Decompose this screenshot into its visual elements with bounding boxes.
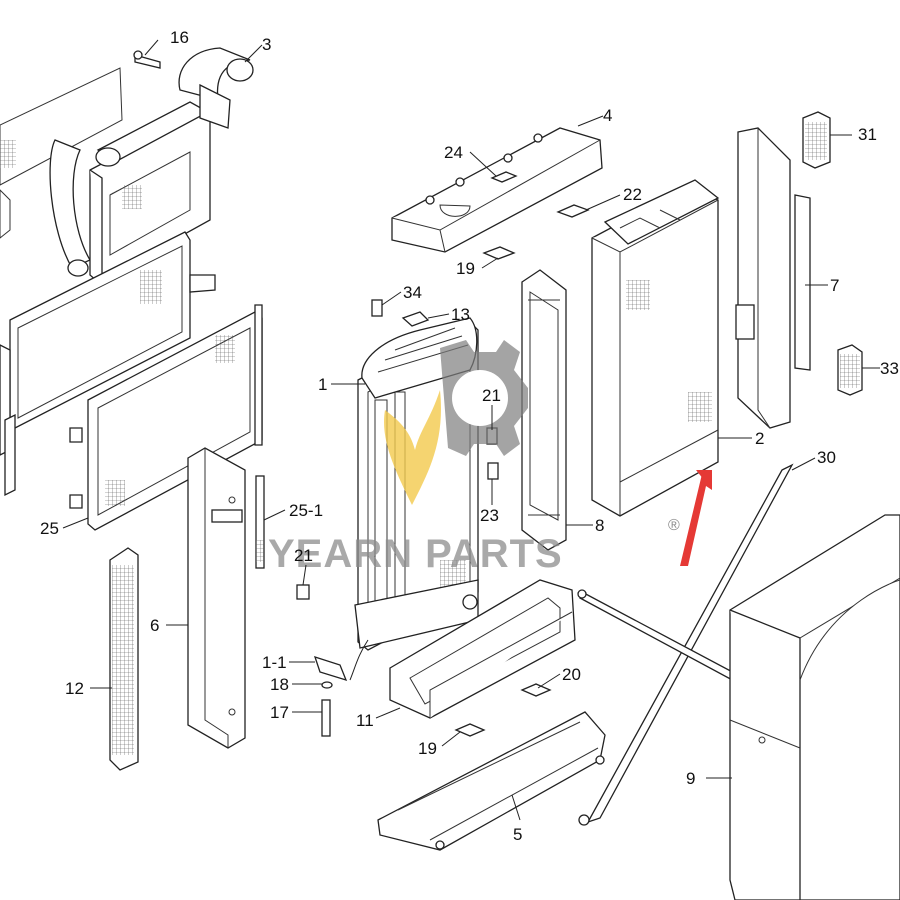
callout-25: 25 (40, 519, 59, 538)
tube-17 (321, 699, 331, 737)
fan-shroud-9 (729, 514, 900, 900)
pad-19-low (454, 723, 486, 737)
o-ring-18 (321, 681, 333, 689)
frame-8 (521, 269, 567, 551)
top-bracket-4 (391, 127, 603, 253)
callout-33: 33 (880, 359, 899, 378)
pad-31 (802, 111, 831, 169)
base-frame-5 (377, 711, 606, 851)
red-arrow-icon (680, 470, 712, 566)
stay-rod-30 (577, 463, 794, 826)
callout-12: 12 (65, 679, 84, 698)
callout-23: 23 (480, 506, 499, 525)
callout-17: 17 (270, 703, 289, 722)
callout-25-1: 25-1 (289, 501, 323, 520)
pad-21-lower (296, 584, 310, 600)
callout-22: 22 (623, 185, 642, 204)
pad-33 (837, 344, 863, 396)
callout-2: 2 (755, 429, 764, 448)
callout-7: 7 (830, 276, 839, 295)
callout-30: 30 (817, 448, 836, 467)
side-bracket-7 (735, 127, 811, 429)
flame-icon (384, 390, 441, 505)
watermark-registered-mark: ® (668, 517, 680, 534)
callout-8: 8 (595, 516, 604, 535)
pad-24 (490, 171, 518, 183)
callout-20: 20 (562, 665, 581, 684)
callout-19-low: 19 (418, 739, 437, 758)
callout-4: 4 (603, 106, 612, 125)
callout-19-top: 19 (456, 259, 475, 278)
pad-20 (520, 683, 552, 697)
callout-9: 9 (686, 769, 695, 788)
pad-19-top (482, 246, 516, 260)
intercooler-assembly (0, 47, 254, 283)
side-bracket-6 (187, 447, 246, 749)
callout-31: 31 (858, 125, 877, 144)
callout-34: 34 (403, 283, 422, 302)
callout-6: 6 (150, 616, 159, 635)
cooler-core-2 (591, 179, 720, 517)
leader-lines (62, 39, 880, 821)
pad-22 (556, 204, 590, 218)
callout-24: 24 (444, 143, 463, 162)
callout-21-lower: 21 (294, 546, 313, 565)
callout-3: 3 (262, 35, 271, 54)
callout-18: 18 (270, 675, 289, 694)
tube-25-1 (255, 475, 265, 569)
callout-13: 13 (451, 305, 470, 324)
watermark-logo: YEARN PARTS ® (268, 340, 680, 576)
drain-valve-1-1 (313, 655, 348, 682)
callout-16: 16 (170, 28, 189, 47)
pad-23 (487, 462, 499, 480)
foam-seal-12 (109, 547, 139, 771)
lower-frame-11 (389, 579, 576, 719)
watermark-brand-text: YEARN PARTS (268, 532, 563, 576)
callout-21-upper: 21 (482, 386, 501, 405)
callout-1: 1 (318, 375, 327, 394)
callout-labels: 16 3 4 24 22 31 19 34 13 7 33 1 21 2 30 … (40, 28, 899, 844)
callout-11: 11 (356, 711, 374, 730)
callout-1-1: 1-1 (262, 653, 287, 672)
oil-cooler-panel-25 (69, 304, 263, 531)
callout-5: 5 (513, 825, 522, 844)
condenser-panel (0, 231, 216, 497)
